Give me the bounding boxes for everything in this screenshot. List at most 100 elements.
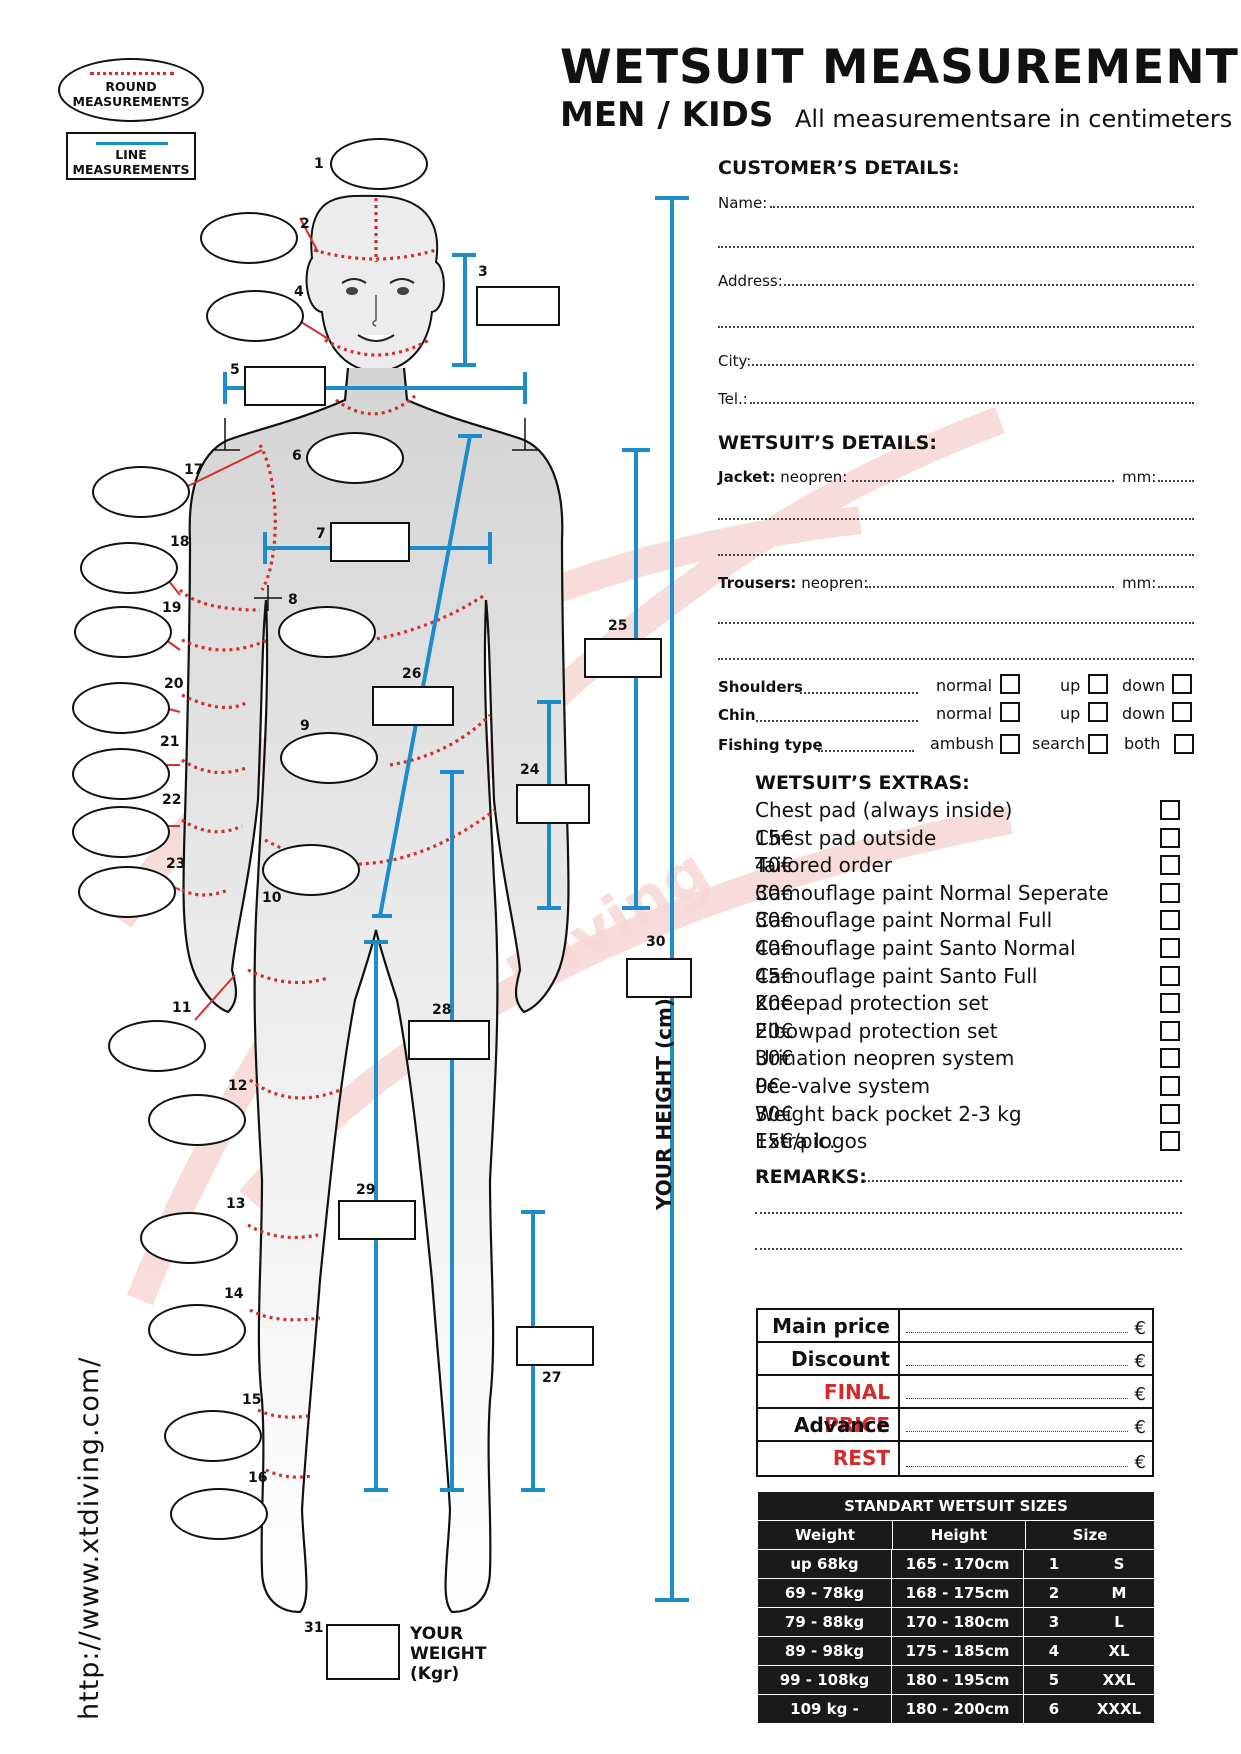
extra-item: Camouflage paint Normal Full — [755, 908, 1052, 932]
shoulders-normal-checkbox[interactable] — [1000, 674, 1020, 694]
price-row: REST€ — [758, 1442, 1152, 1475]
page-subtitle: MEN / KIDS — [560, 95, 774, 135]
name-label: Name: — [718, 194, 768, 212]
measure-oval-1[interactable] — [330, 138, 428, 190]
measure-oval-16[interactable] — [170, 1488, 268, 1540]
price-row-field[interactable]: € — [900, 1409, 1152, 1440]
currency-symbol: € — [1134, 1417, 1146, 1438]
extra-item-price: 30€ — [755, 1101, 794, 1126]
jacket-field-3[interactable] — [718, 554, 1194, 556]
measure-oval-15[interactable] — [164, 1410, 262, 1462]
measure-box-3[interactable] — [476, 286, 560, 326]
remarks-field-3[interactable] — [755, 1248, 1182, 1250]
measure-box-30[interactable] — [626, 958, 692, 998]
label-14: 14 — [224, 1286, 244, 1302]
size-weight-cell: 109 kg - — [758, 1695, 892, 1723]
measure-box-26[interactable] — [372, 686, 454, 726]
shoulders-down-checkbox[interactable] — [1172, 674, 1192, 694]
measure-box-28[interactable] — [408, 1020, 490, 1060]
jacket-title: Jacket: — [718, 468, 776, 486]
shoulders-up-checkbox[interactable] — [1088, 674, 1108, 694]
size-table: STANDART WETSUIT SIZES Weight Height Siz… — [758, 1492, 1154, 1723]
name-field-2[interactable] — [718, 246, 1194, 248]
fishing-search-checkbox[interactable] — [1088, 734, 1108, 754]
measure-oval-18[interactable] — [80, 542, 178, 594]
body-figure — [164, 194, 689, 1614]
extra-item-checkbox[interactable] — [1160, 882, 1180, 903]
measure-box-5[interactable] — [244, 366, 326, 406]
extra-item-checkbox[interactable] — [1160, 910, 1180, 931]
measure-box-31[interactable] — [326, 1624, 400, 1680]
extra-item-checkbox[interactable] — [1160, 1131, 1180, 1152]
measure-oval-8[interactable] — [278, 606, 376, 658]
fishing-ambush-checkbox[interactable] — [1000, 734, 1020, 754]
extra-item-checkbox[interactable] — [1160, 993, 1180, 1014]
measure-oval-17[interactable] — [92, 466, 190, 518]
extra-item-checkbox[interactable] — [1160, 965, 1180, 986]
measure-oval-6[interactable] — [306, 432, 404, 484]
size-number: 3 — [1048, 1613, 1060, 1631]
chin-normal-checkbox[interactable] — [1000, 702, 1020, 722]
address-field[interactable] — [784, 284, 1194, 286]
jacket-mm-field[interactable] — [1158, 480, 1194, 482]
measure-oval-10[interactable] — [262, 844, 360, 896]
size-weight-cell: 69 - 78kg — [758, 1579, 892, 1607]
extra-item-checkbox[interactable] — [1160, 1048, 1180, 1069]
city-field[interactable] — [752, 364, 1194, 366]
measure-oval-11[interactable] — [108, 1020, 206, 1072]
fishing-both-checkbox[interactable] — [1174, 734, 1194, 754]
extra-item-checkbox[interactable] — [1160, 855, 1180, 876]
extra-item-checkbox[interactable] — [1160, 1076, 1180, 1096]
extra-item-checkbox[interactable] — [1160, 800, 1180, 820]
label-9: 9 — [300, 718, 310, 734]
measure-box-27[interactable] — [516, 1326, 594, 1366]
measure-oval-13[interactable] — [140, 1212, 238, 1264]
measure-box-25[interactable] — [584, 638, 662, 678]
address-field-2[interactable] — [718, 326, 1194, 328]
measure-oval-23[interactable] — [78, 866, 176, 918]
measure-oval-19[interactable] — [74, 606, 172, 658]
label-8: 8 — [288, 592, 298, 608]
extra-item-checkbox[interactable] — [1160, 938, 1180, 958]
size-letter: XL — [1108, 1642, 1130, 1660]
name-field[interactable] — [770, 206, 1194, 208]
chin-dots — [756, 720, 918, 722]
measure-oval-22[interactable] — [72, 806, 170, 858]
measure-oval-20[interactable] — [72, 682, 170, 734]
trousers-mm-field[interactable] — [1158, 586, 1194, 588]
measure-oval-12[interactable] — [148, 1094, 246, 1146]
price-row-field[interactable]: € — [900, 1442, 1152, 1475]
jacket-neopren-field[interactable] — [852, 480, 1114, 482]
extra-item-label: Urination neopren system — [755, 1046, 1015, 1071]
trousers-field-3[interactable] — [718, 658, 1194, 660]
price-row-field[interactable]: € — [900, 1343, 1152, 1374]
measure-box-24[interactable] — [516, 784, 590, 824]
measure-box-29[interactable] — [338, 1200, 416, 1240]
price-row-field[interactable]: € — [900, 1310, 1152, 1341]
extra-item-checkbox[interactable] — [1160, 1020, 1180, 1041]
chin-down-checkbox[interactable] — [1172, 702, 1192, 722]
units-note: All measurementsare in centimeters — [795, 105, 1233, 133]
remarks-field[interactable] — [864, 1180, 1182, 1182]
jacket-field-2[interactable] — [718, 518, 1194, 520]
height-axis-label: YOUR HEIGHT (cm) — [652, 998, 676, 1210]
measure-oval-21[interactable] — [72, 748, 170, 800]
trousers-neopren-field[interactable] — [866, 586, 1114, 588]
label-28: 28 — [432, 1002, 452, 1018]
size-height-cell: 170 - 180cm — [892, 1608, 1024, 1636]
measure-oval-4[interactable] — [206, 290, 304, 342]
remarks-field-2[interactable] — [755, 1212, 1182, 1214]
measure-oval-14[interactable] — [148, 1304, 246, 1356]
extra-item-checkbox[interactable] — [1160, 827, 1180, 848]
extra-item-checkbox[interactable] — [1160, 1103, 1180, 1124]
price-row-field[interactable]: € — [900, 1376, 1152, 1407]
measure-box-7[interactable] — [330, 522, 410, 562]
tel-field[interactable] — [750, 402, 1194, 404]
measure-oval-2[interactable] — [200, 212, 298, 264]
measure-oval-9[interactable] — [280, 732, 378, 784]
website-url[interactable]: http://www.xtdiving.com/ — [74, 1356, 105, 1720]
chin-up-checkbox[interactable] — [1088, 702, 1108, 722]
trousers-field-2[interactable] — [718, 622, 1194, 624]
